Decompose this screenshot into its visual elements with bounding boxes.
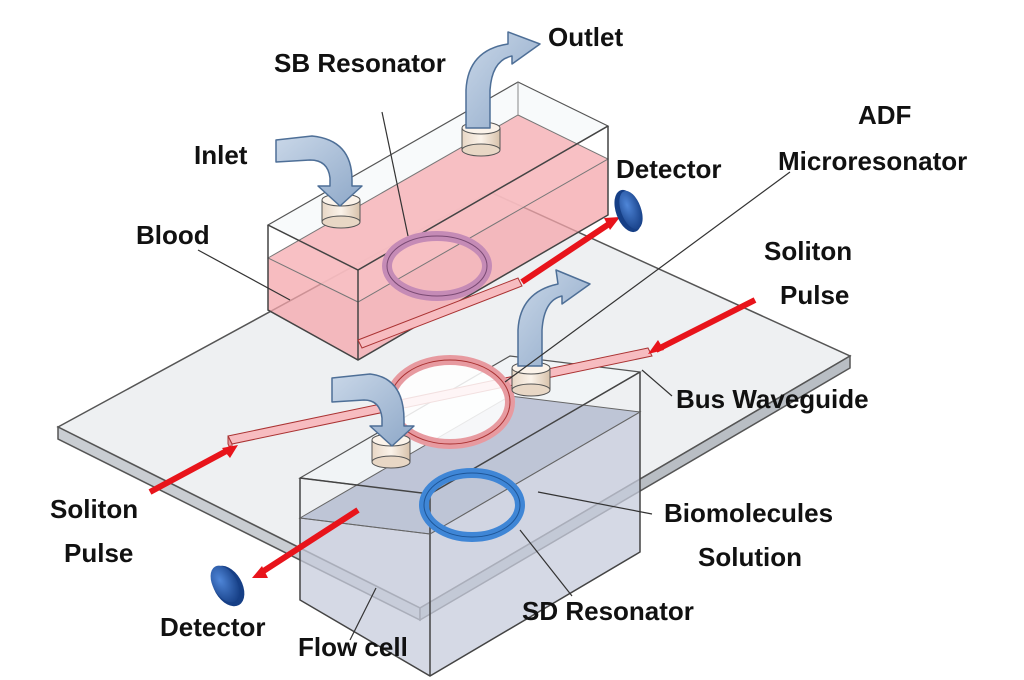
sb-resonator-ring xyxy=(382,231,492,301)
port-bottom-outlet xyxy=(511,361,551,397)
label-inlet: Inlet xyxy=(194,140,248,170)
label-adf-line2: Microresonator xyxy=(778,146,968,176)
label-soliton-right-line1: Soliton xyxy=(764,236,853,266)
label-soliton-left-line2: Pulse xyxy=(64,538,134,568)
outlet-arrow-top xyxy=(465,31,541,129)
label-biomolecules-line1: Biomolecules xyxy=(664,498,834,528)
detector-bottom xyxy=(210,565,245,607)
leader-lines xyxy=(197,111,791,641)
label-detector-top: Detector xyxy=(616,154,722,184)
label-sd-resonator: SD Resonator xyxy=(522,596,694,626)
label-outlet: Outlet xyxy=(548,22,624,52)
detector-top xyxy=(614,189,643,233)
label-blood: Blood xyxy=(136,220,210,250)
label-soliton-right-line2: Pulse xyxy=(780,280,850,310)
outlet-arrow-bottom xyxy=(517,269,591,367)
inlet-arrow-bottom xyxy=(331,373,415,447)
label-sb-resonator: SB Resonator xyxy=(274,48,446,78)
label-soliton-left-line1: Soliton xyxy=(50,494,139,524)
laser-beams xyxy=(148,217,757,578)
flow-arrows xyxy=(275,31,591,447)
sd-resonator-ring xyxy=(419,468,525,542)
inlet-arrow-top xyxy=(275,135,363,207)
top-bus-waveguide xyxy=(357,277,523,349)
label-biomolecules-line2: Solution xyxy=(698,542,802,572)
label-bus-waveguide: Bus Waveguide xyxy=(676,384,869,414)
label-detector-bottom: Detector xyxy=(160,612,266,642)
label-adf-line1: ADF xyxy=(858,100,912,130)
label-flow-cell: Flow cell xyxy=(298,632,408,662)
